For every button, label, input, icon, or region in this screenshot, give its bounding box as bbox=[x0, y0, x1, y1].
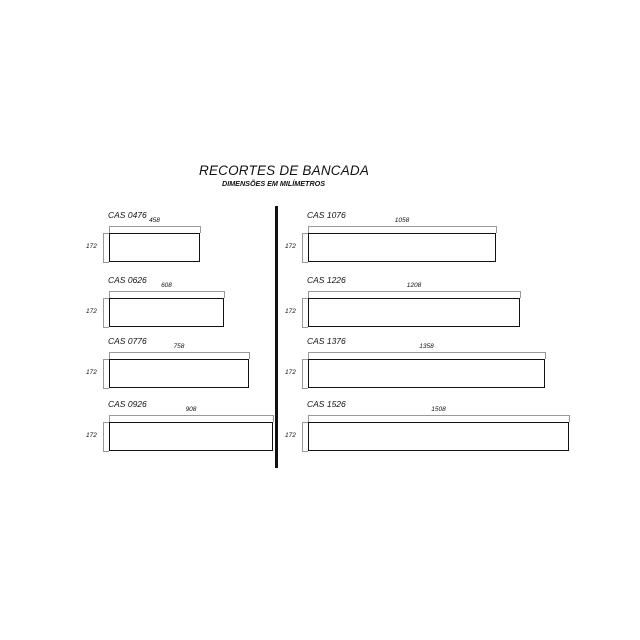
length-dimension-line bbox=[109, 226, 200, 227]
cut-height-label: 172 bbox=[86, 307, 97, 315]
height-dimension-tick-top bbox=[302, 233, 308, 234]
length-dimension-tick-end bbox=[200, 226, 201, 233]
cut-name: CAS 1376 bbox=[307, 336, 346, 346]
height-dimension-tick-top bbox=[103, 298, 109, 299]
height-dimension-tick-top bbox=[103, 359, 109, 360]
height-dimension-line bbox=[302, 422, 303, 451]
cut-name: CAS 1226 bbox=[307, 275, 346, 285]
cut-length-label: 1358 bbox=[419, 343, 434, 350]
height-dimension-tick-top bbox=[302, 359, 308, 360]
cut-height-label: 172 bbox=[86, 368, 97, 376]
length-dimension-tick-start bbox=[308, 291, 309, 298]
height-dimension-tick-bottom bbox=[103, 262, 109, 263]
height-dimension-tick-bottom bbox=[103, 388, 109, 389]
length-dimension-tick-start bbox=[308, 226, 309, 233]
length-dimension-tick-end bbox=[569, 415, 570, 422]
cut-length-label: 908 bbox=[185, 406, 197, 413]
height-dimension-tick-bottom bbox=[302, 388, 308, 389]
length-dimension-tick-start bbox=[109, 415, 110, 422]
height-dimension-line bbox=[302, 359, 303, 388]
cut-panel bbox=[308, 298, 520, 327]
cut-height-label: 172 bbox=[285, 431, 296, 439]
cut-length-label: 758 bbox=[173, 343, 185, 350]
length-dimension-tick-end bbox=[496, 226, 497, 233]
cut-panel bbox=[109, 233, 200, 262]
cut-length-label: 1208 bbox=[406, 282, 422, 289]
cut-panel bbox=[109, 298, 224, 327]
length-dimension-tick-start bbox=[109, 352, 110, 359]
cut-name: CAS 0926 bbox=[108, 399, 147, 409]
height-dimension-line bbox=[103, 233, 104, 262]
cut-length-label: 1508 bbox=[431, 406, 446, 413]
height-dimension-line bbox=[103, 422, 104, 451]
length-dimension-line bbox=[109, 291, 224, 292]
cut-name: CAS 0476 bbox=[108, 210, 147, 220]
height-dimension-tick-top bbox=[103, 233, 109, 234]
height-dimension-tick-top bbox=[302, 298, 308, 299]
length-dimension-tick-start bbox=[109, 226, 110, 233]
cut-panel bbox=[109, 422, 273, 451]
drawing-title: RECORTES DE BANCADA bbox=[199, 163, 370, 178]
cut-panel bbox=[308, 422, 569, 451]
height-dimension-tick-bottom bbox=[302, 451, 308, 452]
height-dimension-tick-bottom bbox=[302, 327, 308, 328]
length-dimension-line bbox=[109, 415, 273, 416]
cut-name: CAS 1076 bbox=[307, 210, 346, 220]
cut-height-label: 172 bbox=[86, 242, 97, 250]
cut-length-label: 458 bbox=[149, 217, 160, 224]
cut-panel bbox=[308, 233, 496, 262]
cut-name: CAS 0776 bbox=[108, 336, 147, 346]
height-dimension-tick-bottom bbox=[103, 327, 109, 328]
cut-height-label: 172 bbox=[86, 431, 97, 439]
height-dimension-tick-bottom bbox=[302, 262, 308, 263]
length-dimension-tick-end bbox=[249, 352, 250, 359]
length-dimension-tick-end bbox=[224, 291, 225, 298]
height-dimension-line bbox=[302, 233, 303, 262]
cut-name: CAS 1526 bbox=[307, 399, 346, 409]
length-dimension-tick-end bbox=[273, 415, 274, 422]
length-dimension-line bbox=[308, 415, 569, 416]
height-dimension-tick-top bbox=[103, 422, 109, 423]
length-dimension-tick-end bbox=[545, 352, 546, 359]
cut-height-label: 172 bbox=[285, 242, 296, 250]
length-dimension-line bbox=[308, 352, 545, 353]
length-dimension-line bbox=[308, 226, 496, 227]
cut-panel bbox=[308, 359, 545, 388]
length-dimension-line bbox=[109, 352, 249, 353]
length-dimension-line bbox=[308, 291, 520, 292]
height-dimension-line bbox=[103, 359, 104, 388]
length-dimension-tick-end bbox=[520, 291, 521, 298]
length-dimension-tick-start bbox=[308, 352, 309, 359]
cut-length-label: 1058 bbox=[394, 217, 410, 224]
length-dimension-tick-start bbox=[109, 291, 110, 298]
height-dimension-line bbox=[302, 298, 303, 327]
height-dimension-tick-bottom bbox=[103, 451, 109, 452]
drawing-subtitle: DIMENSÕES EM MILÍMETROS bbox=[222, 179, 326, 188]
height-dimension-line bbox=[103, 298, 104, 327]
cut-height-label: 172 bbox=[285, 368, 296, 376]
length-dimension-tick-start bbox=[308, 415, 309, 422]
column-divider bbox=[275, 206, 278, 468]
cut-height-label: 172 bbox=[285, 307, 296, 315]
cut-name: CAS 0626 bbox=[108, 275, 147, 285]
cut-length-label: 608 bbox=[161, 282, 172, 289]
height-dimension-tick-top bbox=[302, 422, 308, 423]
cut-panel bbox=[109, 359, 249, 388]
